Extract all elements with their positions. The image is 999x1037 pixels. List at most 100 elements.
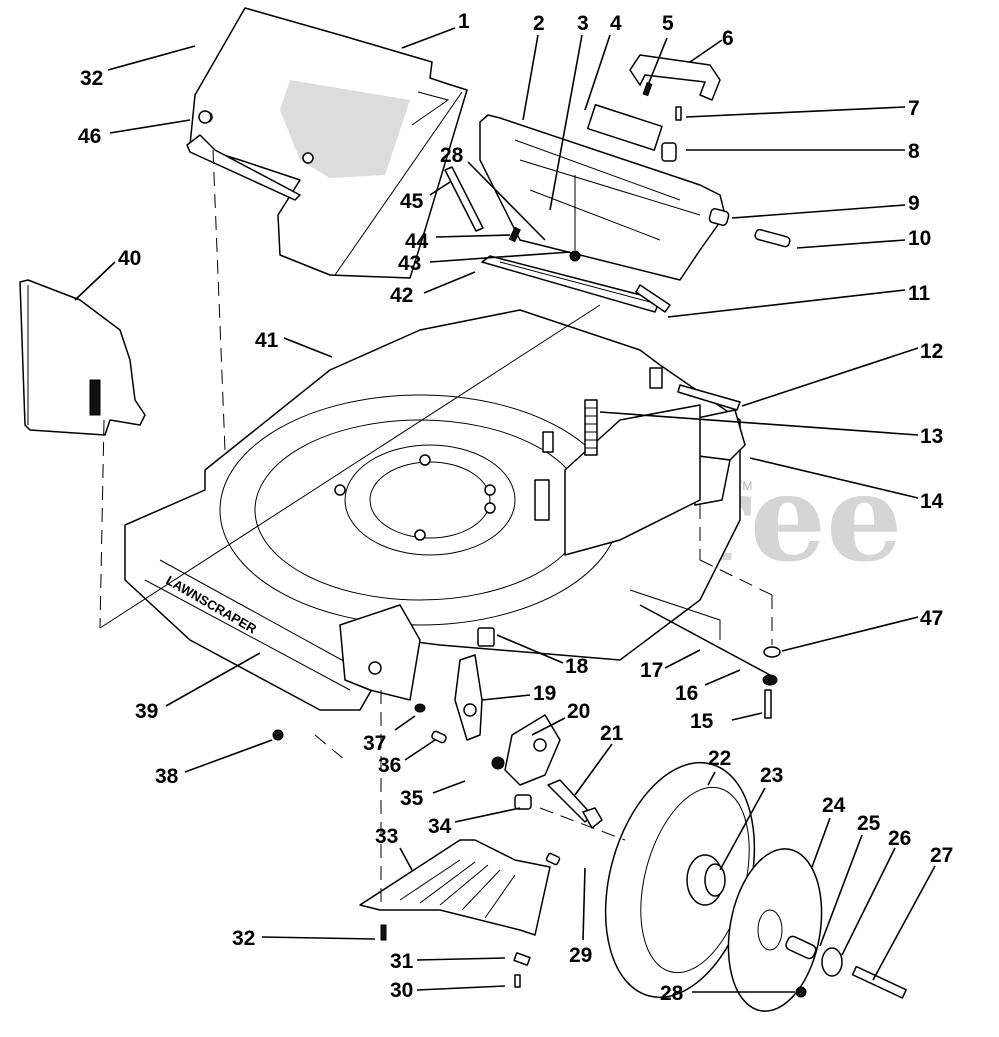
svg-text:16: 16 [675,682,698,705]
callout-24[interactable]: 24 [811,794,846,868]
part-44-screw[interactable] [508,226,521,243]
part-32-bolt-lower[interactable] [380,924,387,941]
part-24-hub-cap[interactable] [716,841,833,1018]
part-19-wheel-bracket[interactable] [454,654,483,741]
part-28-nut-lower[interactable] [795,986,807,998]
callout-23[interactable]: 23 [719,764,783,871]
callout-39[interactable]: 39 [135,652,261,723]
callout-5[interactable]: 5 [647,12,674,86]
callout-36[interactable]: 36 [378,739,436,777]
callout-7[interactable]: 7 [685,97,920,120]
callout-10[interactable]: 10 [796,227,931,250]
part-17-cable[interactable] [629,589,721,640]
part-16-rear-axle-rod[interactable] [639,604,771,676]
svg-text:5: 5 [662,12,674,35]
svg-text:4: 4 [610,12,622,35]
part-37-washer[interactable] [414,703,426,713]
callout-8[interactable]: 8 [686,140,920,163]
callout-28-bottom[interactable]: 28 [660,982,795,1005]
svg-text:21: 21 [600,722,624,745]
callout-33[interactable]: 33 [375,825,413,871]
part-23-wheel-hub[interactable] [686,854,726,906]
callout-20[interactable]: 20 [531,700,590,736]
part-30-screw[interactable] [514,974,521,988]
svg-text:36: 36 [378,754,401,777]
part-27-axle-bolt[interactable] [851,965,907,999]
callout-22[interactable]: 22 [707,747,731,786]
callout-4[interactable]: 4 [584,12,622,111]
part-34-spacer[interactable] [514,794,532,810]
callout-30[interactable]: 30 [390,979,506,1002]
part-45-rod[interactable] [444,166,484,232]
part-33-side-discharge-cover[interactable] [359,839,551,936]
callout-38[interactable]: 38 [155,739,273,788]
svg-text:47: 47 [920,607,943,630]
svg-text:29: 29 [569,944,592,967]
part-5-screw[interactable] [642,82,653,97]
callout-11[interactable]: 11 [667,282,931,318]
callout-32-top[interactable]: 32 [80,45,196,90]
part-8-handle-clip[interactable] [661,142,677,162]
callout-16[interactable]: 16 [675,669,741,705]
callout-45[interactable]: 45 [400,181,451,213]
part-29-screw[interactable] [545,852,561,866]
svg-text:2: 2 [533,12,545,35]
callout-14[interactable]: 14 [749,457,944,513]
part-6-door-handle[interactable] [629,54,721,101]
part-1-rear-shield[interactable] [189,7,468,279]
part-47-washer[interactable] [763,646,781,658]
part-38-nut[interactable] [272,729,284,741]
callout-6[interactable]: 6 [689,27,734,63]
callout-26[interactable]: 26 [841,827,911,956]
part-46-nut-bracket[interactable] [186,110,301,201]
part-21-wheel-bolt[interactable] [547,779,603,829]
callout-47[interactable]: 47 [781,607,943,652]
part-31-clip[interactable] [513,952,531,966]
callout-44[interactable]: 44 [405,230,511,253]
part-10-pin[interactable] [754,228,791,248]
part-35-nut[interactable] [491,756,505,770]
callout-17[interactable]: 17 [640,649,701,682]
callout-9[interactable]: 9 [731,192,920,219]
callout-12[interactable]: 12 [741,340,943,407]
callout-27[interactable]: 27 [872,844,953,981]
part-43-spring[interactable] [569,175,581,262]
callout-13[interactable]: 13 [599,411,943,448]
callout-19[interactable]: 19 [481,682,556,705]
callout-32-bottom[interactable]: 32 [232,927,376,950]
part-15-bolt[interactable] [762,674,778,719]
callout-31[interactable]: 31 [390,950,506,973]
callout-37[interactable]: 37 [363,715,416,755]
part-36-bolt[interactable] [431,730,447,744]
callout-35[interactable]: 35 [400,780,466,810]
svg-text:19: 19 [533,682,556,705]
svg-text:22: 22 [708,747,731,770]
part-26-bearing[interactable] [821,947,843,977]
callout-42[interactable]: 42 [390,271,476,307]
part-2-rear-door[interactable] [479,104,726,281]
part-25-spacer[interactable] [784,935,817,960]
callout-2[interactable]: 2 [522,12,545,121]
callout-34[interactable]: 34 [428,807,521,838]
callout-28-top[interactable]: 28 [440,144,546,241]
callout-18[interactable]: 18 [496,634,589,678]
callout-46[interactable]: 46 [78,119,191,148]
callout-21[interactable]: 21 [574,722,624,796]
callout-15[interactable]: 15 [690,710,763,733]
part-18-clip-nut[interactable] [477,627,495,647]
callout-3[interactable]: 3 [549,12,589,211]
callout-40[interactable]: 40 [74,247,141,301]
part-11-hinge-rod[interactable] [635,284,671,313]
part-39-mower-housing[interactable]: LAWNSCRAPER [99,304,746,711]
callout-1[interactable]: 1 [401,10,470,49]
callout-25[interactable]: 25 [819,812,881,947]
callout-43[interactable]: 43 [398,251,571,275]
part-7-screw[interactable] [675,106,682,121]
callout-29[interactable]: 29 [569,867,592,967]
part-9-bushing[interactable] [708,208,730,226]
svg-text:39: 39 [135,700,158,723]
part-40-chute-deflector[interactable] [19,279,146,436]
part-20-height-adjust-plate[interactable] [504,714,561,786]
callout-41[interactable]: 41 [255,329,333,358]
